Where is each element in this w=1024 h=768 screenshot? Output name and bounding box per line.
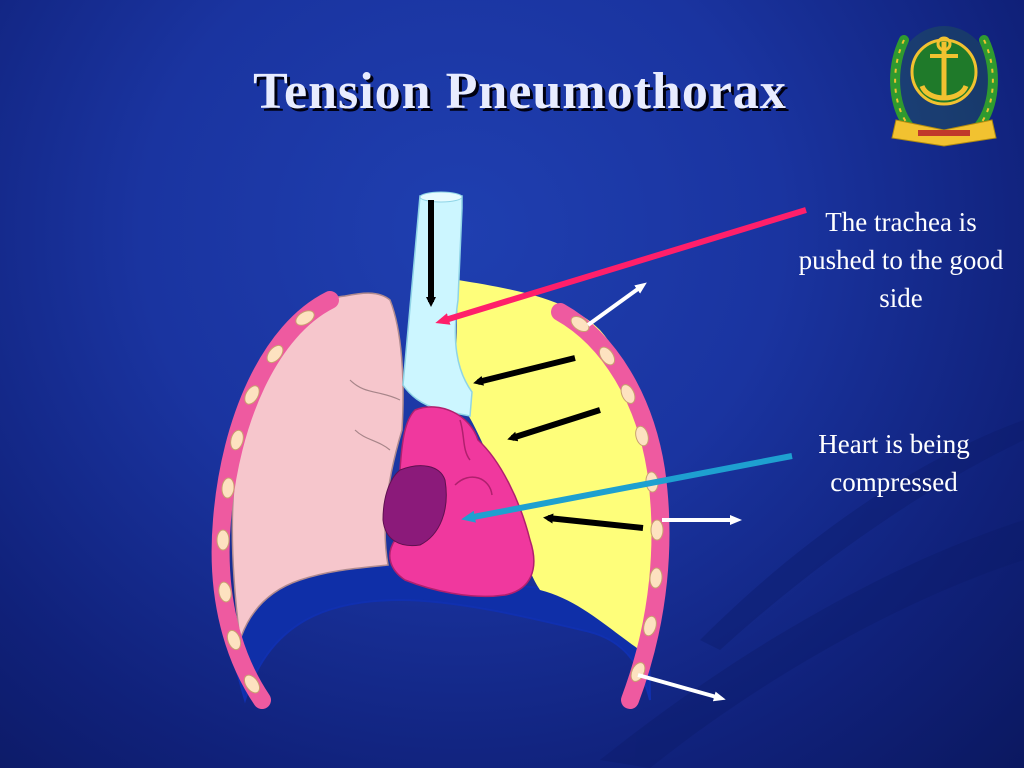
- arrow-expand-top: [586, 282, 647, 327]
- navy-anchor-emblem: [890, 26, 998, 147]
- slide-title: Tension Pneumothorax: [253, 63, 787, 120]
- heart-callout-arrow: [461, 453, 793, 523]
- pressure-arrows: [426, 200, 644, 531]
- rib-cage-left: [211, 291, 339, 709]
- arrow-pressure-2: [507, 407, 601, 442]
- slide-title-wrap: Tension Pneumothorax: [200, 62, 840, 121]
- lung-fissure: [354, 429, 391, 451]
- lung-fissure: [349, 379, 401, 401]
- expansion-arrows: [586, 282, 742, 702]
- heart-vessel: [459, 419, 471, 461]
- arrow-pressure-1: [473, 355, 576, 386]
- trachea-caption: The trachea is pushed to the good side: [798, 207, 1004, 313]
- ribs-left: [216, 310, 315, 694]
- arrow-expand-bottom: [637, 673, 726, 702]
- background-swoosh: [600, 420, 1024, 768]
- trachea: [402, 195, 473, 417]
- heart-caption: Heart is being compressed: [818, 429, 970, 497]
- heart-vessel: [454, 476, 493, 496]
- heart-chamber: [382, 465, 447, 547]
- arrow-pressure-3: [543, 513, 644, 531]
- trachea-callout-arrow: [435, 207, 807, 325]
